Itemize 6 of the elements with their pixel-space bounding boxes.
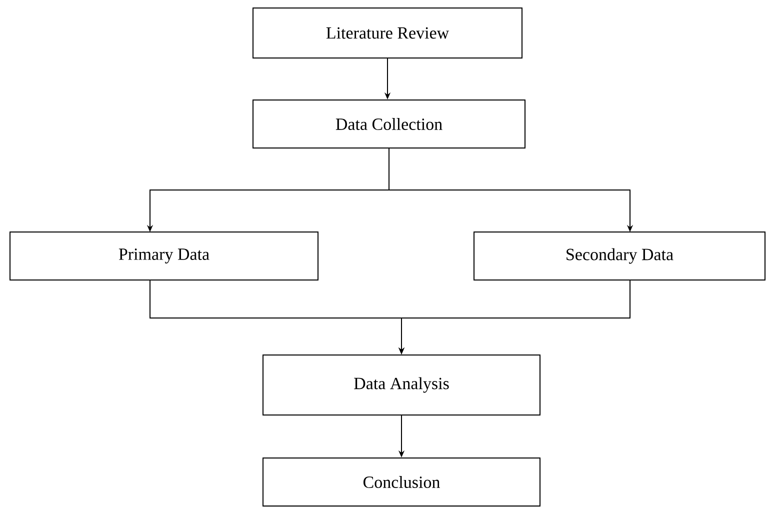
process-box: Data Analysis [262, 354, 540, 416]
process-box: Literature Review [252, 8, 522, 58]
process-box: Secondary Data [474, 232, 766, 280]
process-box: Conclusion [262, 458, 540, 506]
process-box: Primary Data [10, 232, 318, 280]
process-box: Data Collection [252, 100, 526, 148]
